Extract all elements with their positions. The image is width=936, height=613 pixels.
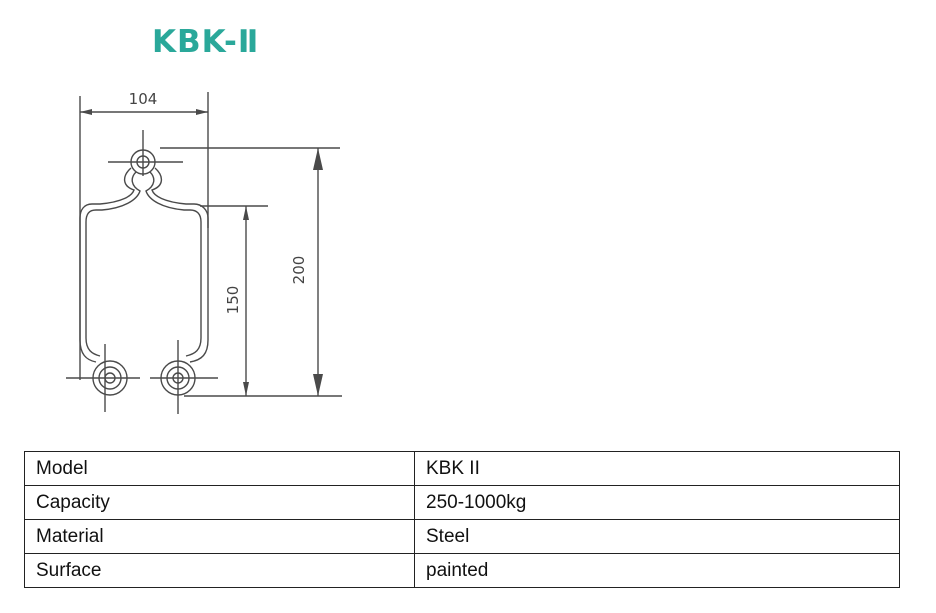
- profile-outline-outer: [79, 167, 209, 363]
- spec-label-material: Material: [24, 519, 415, 554]
- inner-height-arrow-bottom: [243, 382, 249, 396]
- spec-label-capacity: Capacity: [24, 485, 415, 520]
- table-row: Material Steel: [24, 519, 900, 554]
- width-arrow-right: [196, 109, 208, 115]
- width-dimension-label: 104: [129, 90, 158, 108]
- spec-value-capacity: 250-1000kg: [414, 485, 900, 520]
- spec-table: Model KBK II Capacity 250-1000kg Materia…: [24, 451, 900, 588]
- spec-value-model: KBK II: [414, 451, 900, 486]
- inner-height-arrow-top: [243, 206, 249, 220]
- profile-outline-inner: [85, 171, 202, 357]
- rail-profile-drawing: KBK-Ⅱ: [66, 24, 342, 414]
- table-row: Capacity 250-1000kg: [24, 485, 900, 520]
- width-arrow-left: [80, 109, 92, 115]
- total-height-arrow-bottom: [313, 374, 323, 396]
- drawing-title: KBK-Ⅱ: [152, 24, 259, 60]
- spec-value-material: Steel: [414, 519, 900, 554]
- total-height-dimension-label: 200: [290, 256, 308, 285]
- spec-value-surface: painted: [414, 553, 900, 588]
- table-row: Model KBK II: [24, 451, 900, 486]
- table-row: Surface painted: [24, 553, 900, 588]
- spec-label-surface: Surface: [24, 553, 415, 588]
- spec-label-model: Model: [24, 451, 415, 486]
- inner-height-dimension-label: 150: [224, 286, 242, 315]
- total-height-arrow-top: [313, 148, 323, 170]
